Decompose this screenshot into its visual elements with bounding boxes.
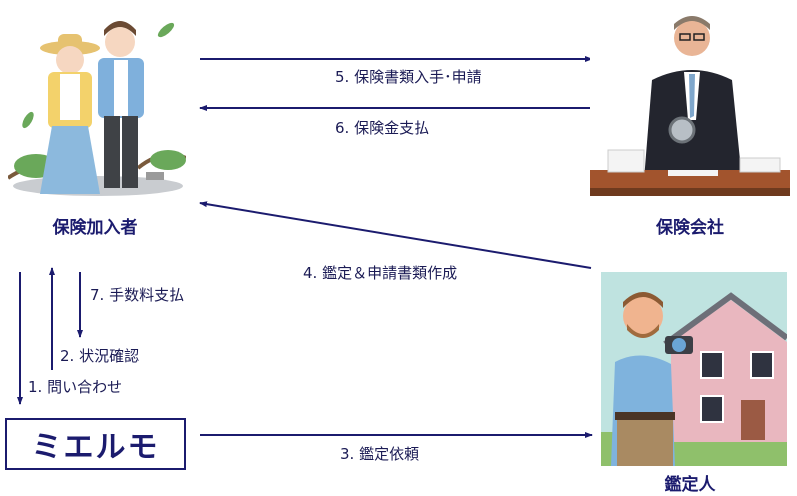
insurer-label: 保険会社: [656, 218, 724, 238]
insured-label: 保険加入者: [52, 218, 138, 238]
mierumo-box: ミエルモ: [5, 418, 186, 470]
flow-label-4: 4. 鑑定＆申請書類作成: [303, 264, 458, 282]
flow-label-5: 5. 保険書類入手･申請: [335, 68, 482, 86]
insurer-illustration: [590, 10, 790, 206]
flow-label-1: 1. 問い合わせ: [28, 378, 123, 396]
flow-label-6: 6. 保険金支払: [335, 119, 430, 137]
appraiser-illustration: [601, 272, 787, 466]
mierumo-logo-text: ミエルモ: [31, 430, 160, 465]
appraiser-label: 鑑定人: [664, 475, 716, 495]
flow-label-2: 2. 状況確認: [60, 347, 140, 365]
insured-illustration: [8, 8, 186, 200]
flow-label-3: 3. 鑑定依頼: [340, 445, 420, 463]
arrow-4-appraisal: [199, 201, 592, 269]
flow-label-7: 7. 手数料支払: [90, 286, 185, 304]
